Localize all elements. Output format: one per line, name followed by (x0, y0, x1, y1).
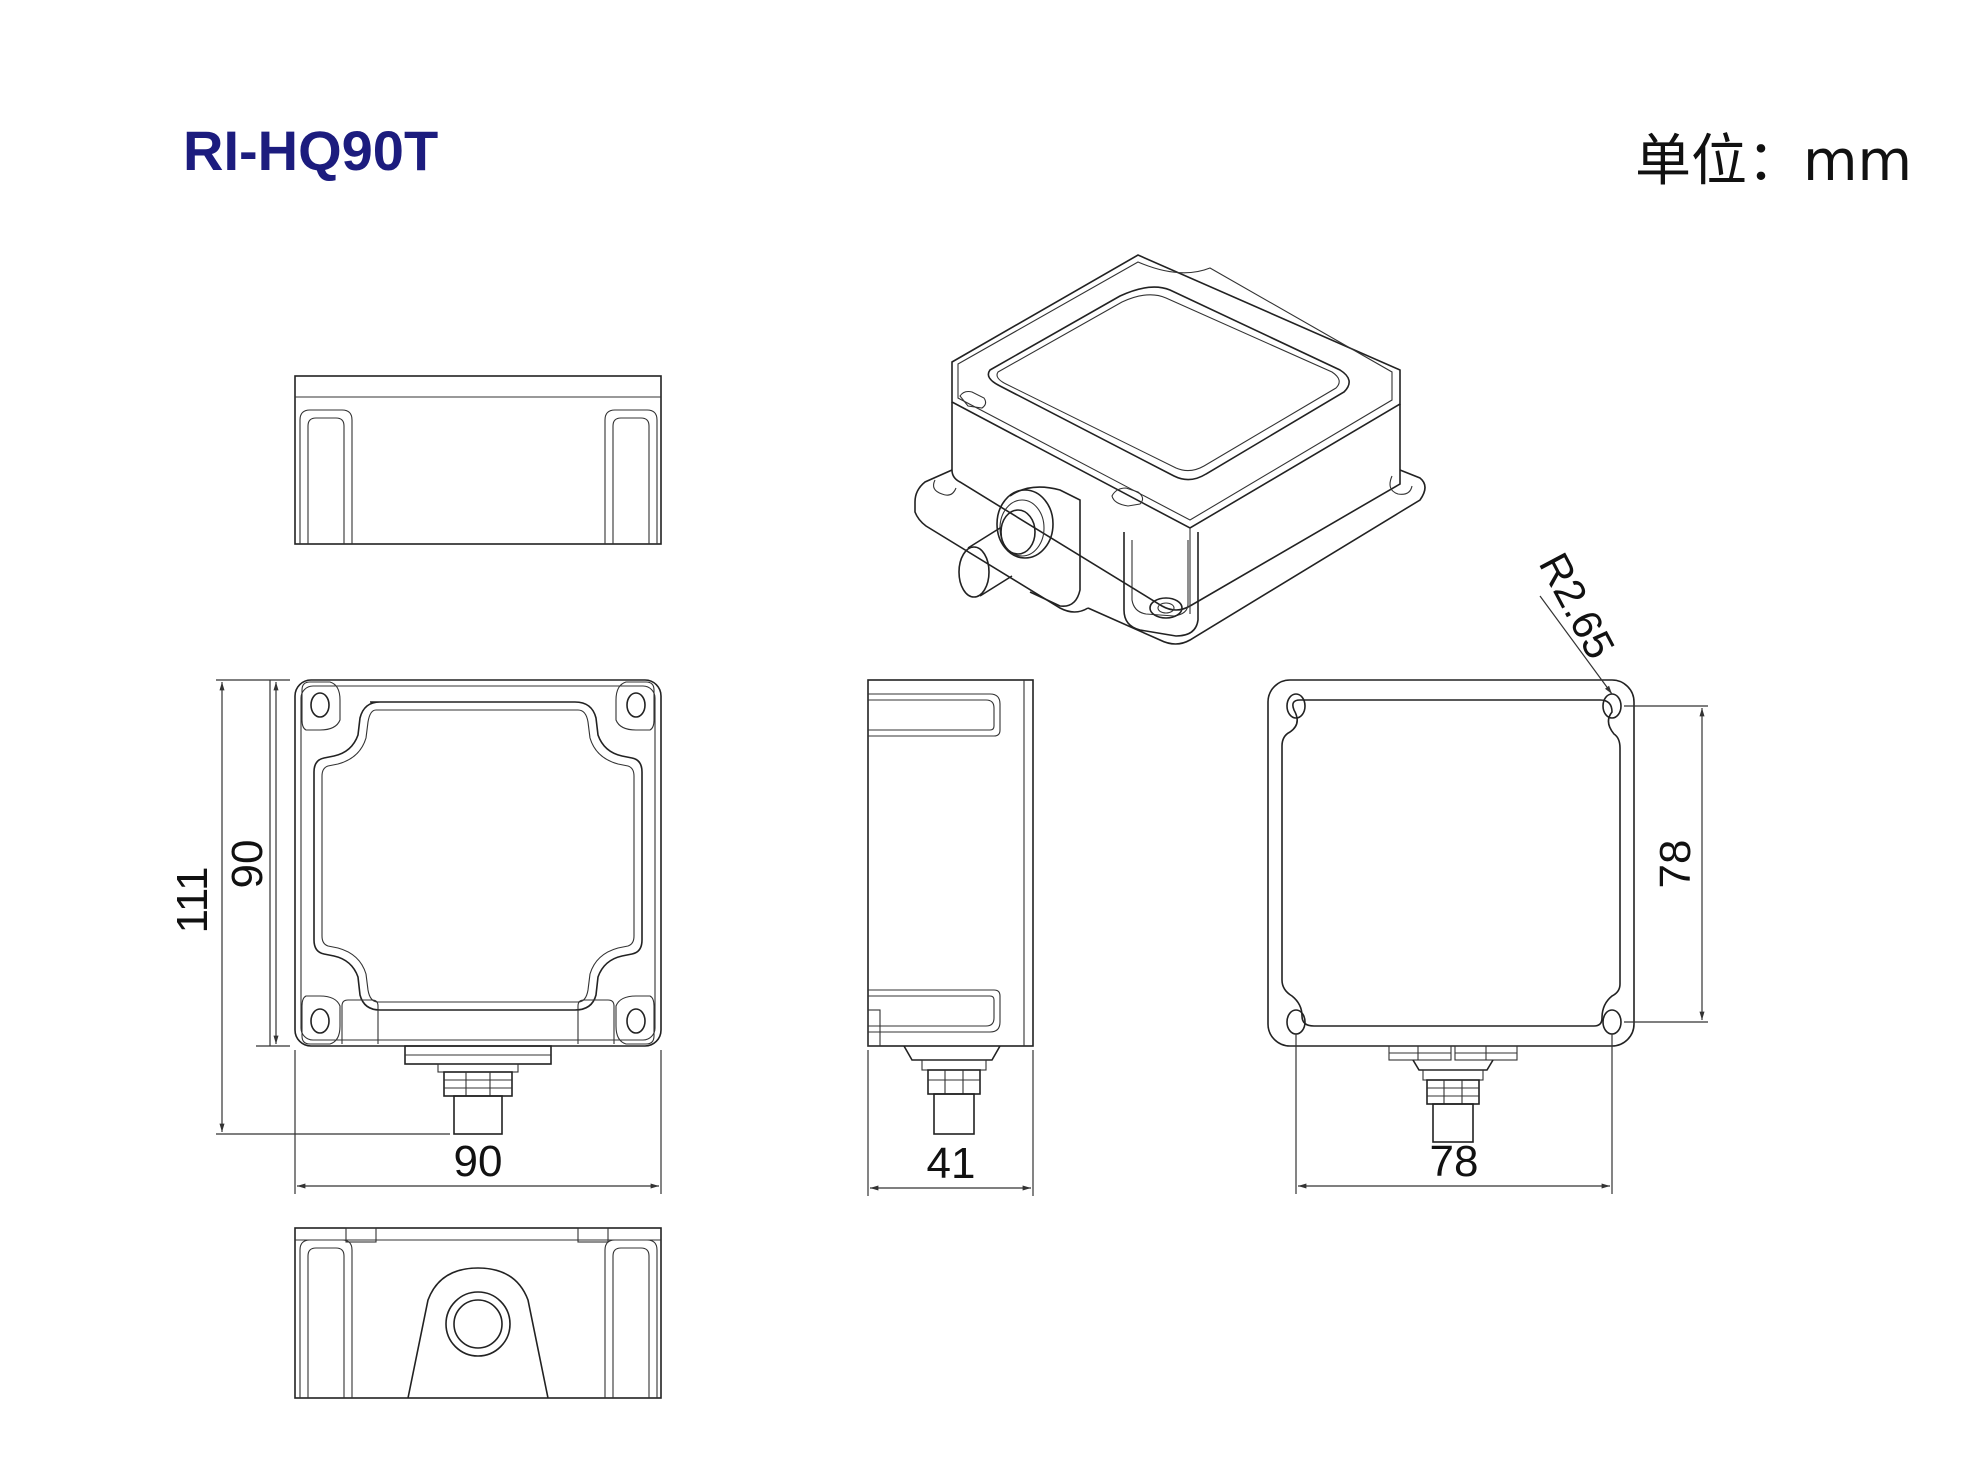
dim-111: 111 (168, 867, 217, 934)
top-view (294, 375, 662, 545)
front-dimensions: 111 90 90 (168, 679, 662, 1194)
dim-90-vertical: 90 (223, 840, 272, 889)
dim-41: 41 (927, 1139, 976, 1188)
dim-90-horizontal: 90 (454, 1137, 503, 1186)
side-dimensions: 41 (867, 1050, 1034, 1196)
front-view (294, 679, 662, 1135)
unit-label: 单位：mm (1635, 129, 1913, 194)
model-title: RI-HQ90T (183, 119, 439, 182)
dim-78-horizontal: 78 (1430, 1137, 1479, 1186)
bottom-connector-view (294, 1227, 662, 1399)
bottom-plan-view (1267, 679, 1635, 1143)
isometric-view (914, 254, 1426, 645)
dim-r265: R2.65 (1530, 545, 1624, 666)
side-view (867, 679, 1034, 1135)
bottom-plan-dimensions: 78 78 R2.65 (1295, 545, 1708, 1194)
dim-78-vertical: 78 (1651, 840, 1700, 889)
